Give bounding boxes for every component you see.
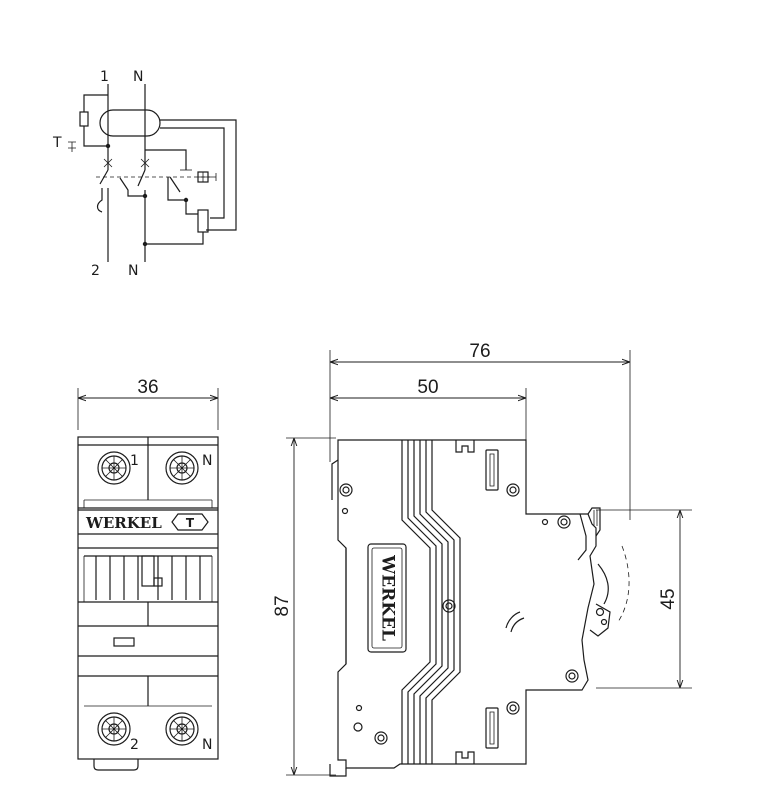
- front-terminal-2: 2: [130, 737, 139, 753]
- schematic-test-label: T: [52, 135, 62, 151]
- side-brand-plate: [367, 543, 407, 653]
- wiring-schematic: 1 N T 2 N: [52, 69, 237, 279]
- side-brand: WERKEL: [378, 554, 398, 641]
- front-terminal-n-top: N: [202, 453, 212, 469]
- depth-front-dimension: 50: [417, 377, 438, 398]
- test-button[interactable]: T: [171, 513, 209, 531]
- screw-bottom-left-icon: [97, 712, 131, 746]
- schematic-terminal-n-top: N: [133, 69, 143, 85]
- front-brand: WERKEL: [85, 514, 162, 532]
- side-view: 76 50 87 45 WERKEL: [272, 341, 692, 777]
- front-terminal-1: 1: [130, 453, 139, 469]
- depth-total-dimension: 76: [469, 341, 490, 362]
- height-dimension: 87: [272, 595, 293, 616]
- schematic-terminal-n-bottom: N: [128, 263, 138, 279]
- front-height-dimension: 45: [658, 588, 679, 609]
- screw-top-left-icon: [97, 451, 131, 485]
- toggle-lever[interactable]: [141, 555, 155, 587]
- status-indicator: [113, 637, 135, 647]
- side-body: [337, 439, 597, 769]
- screw-top-right-icon: [165, 451, 199, 485]
- schematic-terminal-1: 1: [100, 69, 109, 85]
- front-width-dimension: 36: [137, 377, 158, 398]
- test-button-label: T: [186, 516, 195, 530]
- front-terminal-n-bottom: N: [202, 737, 212, 753]
- screw-bottom-right-icon: [165, 712, 199, 746]
- schematic-terminal-2: 2: [91, 263, 100, 279]
- rivet-icons: [339, 483, 579, 745]
- front-view: 36 1 N WERKEL T: [77, 377, 219, 771]
